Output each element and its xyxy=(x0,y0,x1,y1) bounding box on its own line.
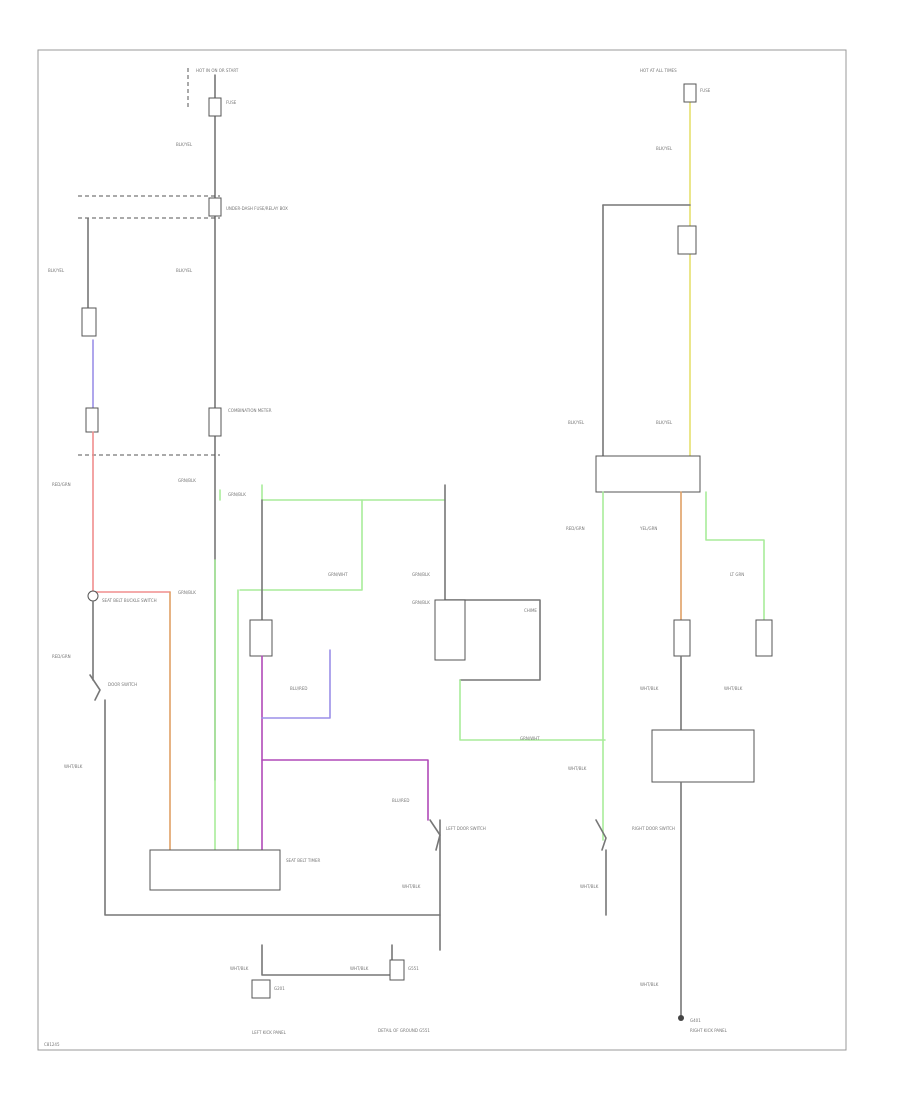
label-fuse-left: FUSE xyxy=(226,100,237,105)
label-red-grn: RED/GRN xyxy=(52,482,71,487)
right-power-feed xyxy=(595,83,773,1021)
label-ground-place-b: RIGHT KICK PANEL xyxy=(690,1028,728,1033)
fuse-right xyxy=(683,83,697,103)
label-red-grn-3: RED/GRN xyxy=(566,526,585,531)
wire-blue-2 xyxy=(261,649,331,719)
label-wht-blk-3: WHT/BLK xyxy=(580,884,599,889)
center-network xyxy=(214,484,606,951)
fuse-right-2 xyxy=(677,225,697,255)
label-red-grn-2: RED/GRN xyxy=(52,654,71,659)
wire-purple-2 xyxy=(261,759,429,821)
label-right-door-switch: RIGHT DOOR SWITCH xyxy=(632,826,675,831)
label-wire-6: BLK/YEL xyxy=(656,420,673,425)
label-ground-b: G551 xyxy=(408,966,419,971)
label-top-left-source: HOT IN ON OR START xyxy=(196,68,239,73)
label-seat-belt-relay: SEAT BELT TIMER xyxy=(286,858,320,863)
label-key-switch: DOOR SWITCH xyxy=(108,682,137,687)
label-wht-blk-1: WHT/BLK xyxy=(64,764,83,769)
label-wht-blk-7: WHT/BLK xyxy=(230,966,249,971)
label-corner-code: C81245 xyxy=(44,1042,60,1047)
label-wht-blk-6: WHT/BLK xyxy=(640,982,659,987)
label-buckle-switch: SEAT BELT BUCKLE SWITCH xyxy=(102,598,157,603)
label-grn-blk-4: GRN/BLK xyxy=(412,572,430,577)
right-relay xyxy=(595,455,701,493)
label-wht-blk-2: WHT/BLK xyxy=(402,884,421,889)
meter-fuse xyxy=(208,407,222,437)
label-fuse-right: FUSE xyxy=(700,88,711,93)
indicator-light xyxy=(249,619,273,657)
ground-a-box xyxy=(251,979,271,999)
label-top-right-source: HOT AT ALL TIMES xyxy=(640,68,677,73)
diagram-border xyxy=(37,49,847,1051)
label-wire-4: BLK/YEL xyxy=(176,268,193,273)
label-wht-blk-5: WHT/BLK xyxy=(724,686,743,691)
chime-box xyxy=(434,599,466,661)
left-fuse-2 xyxy=(85,407,99,433)
label-grn-blk-2: GRN/BLK xyxy=(228,492,246,497)
label-grn-blk-5: GRN/BLK xyxy=(412,600,430,605)
label-grn-blk-3: GRN/BLK xyxy=(178,590,196,595)
left-junction-circle xyxy=(87,590,99,602)
label-lt-grn: LT GRN xyxy=(730,572,744,577)
label-wire-5: BLK/YEL xyxy=(568,420,585,425)
label-wire-3: BLK/YEL xyxy=(48,268,65,273)
ground-b-box xyxy=(389,959,405,981)
label-wht-blk-9: WHT/BLK xyxy=(568,766,587,771)
label-blu-red-2: BLU/RED xyxy=(392,798,409,803)
wire-green-top xyxy=(261,484,446,501)
labels: HOT IN ON OR START HOT AT ALL TIMES FUSE… xyxy=(44,68,744,1047)
label-ground-place-a: LEFT KICK PANEL xyxy=(252,1030,287,1035)
label-grn-blk-1: GRN/BLK xyxy=(178,478,196,483)
label-left-door-switch: LEFT DOOR SWITCH xyxy=(446,826,486,831)
label-blu-red: BLU/RED xyxy=(290,686,307,691)
fuse-left xyxy=(208,97,222,117)
label-bottom-center: DETAIL OF GROUND G551 xyxy=(378,1028,430,1033)
label-grn-wht: GRN/WHT xyxy=(328,572,348,577)
bottom-connector xyxy=(149,849,405,999)
label-grn-wht-2: GRN/WHT xyxy=(520,736,540,741)
label-ground-a: G201 xyxy=(274,986,285,991)
wire-green-right-2 xyxy=(705,491,765,621)
left-power-feed xyxy=(78,68,222,781)
left-side-switch xyxy=(81,217,441,916)
label-wht-blk-4: WHT/BLK xyxy=(640,686,659,691)
fuse-box-left xyxy=(208,197,222,217)
label-yel-grn: YEL/GRN xyxy=(639,526,657,531)
right-lamp-2 xyxy=(755,619,773,657)
ground-c-node xyxy=(678,1015,684,1021)
label-ground-c: G401 xyxy=(690,1018,701,1023)
label-wht-blk-8: WHT/BLK xyxy=(350,966,369,971)
connector-box xyxy=(149,849,281,891)
wire-green-riser xyxy=(239,499,363,591)
label-chime: CHIME xyxy=(524,608,537,613)
label-wire-2: BLK/YEL xyxy=(656,146,673,151)
right-switch-box xyxy=(651,729,755,783)
label-wire-1: BLK/YEL xyxy=(176,142,193,147)
wire-pink xyxy=(92,431,171,593)
right-lamp-1 xyxy=(673,619,691,657)
label-meter: COMBINATION METER xyxy=(228,408,272,413)
wire-green-bottom xyxy=(459,679,606,741)
left-relay-box xyxy=(81,307,97,337)
label-under-dash: UNDER-DASH FUSE/RELAY BOX xyxy=(226,206,288,211)
